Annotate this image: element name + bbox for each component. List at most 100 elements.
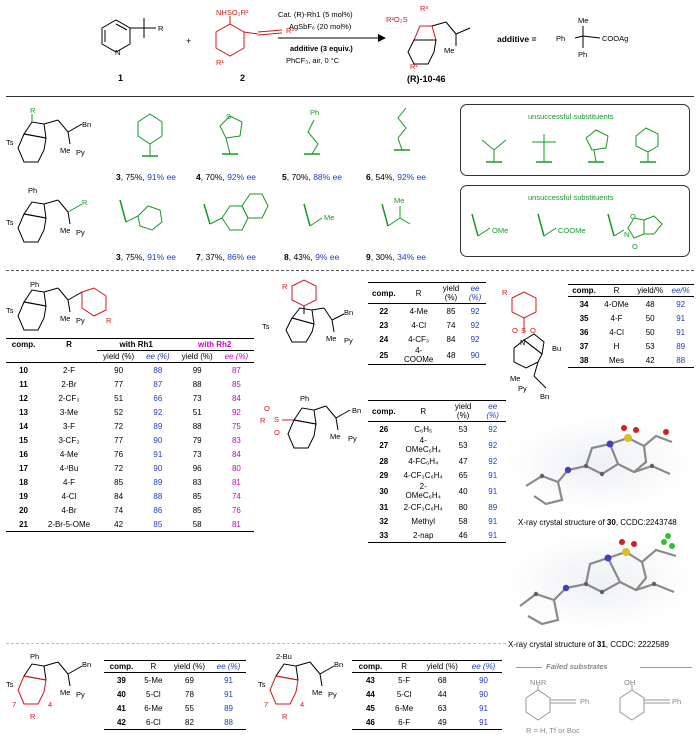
table-cell: 15 [19, 435, 28, 445]
divider-dashed [6, 270, 694, 271]
tableB-h-yield: yield (%) [437, 282, 465, 304]
table-cell: 42 [104, 715, 139, 730]
table-cell: H [613, 341, 620, 351]
table-cell: 22 [379, 306, 389, 316]
tableD-s: S [521, 326, 527, 335]
tableC-o1: O [264, 404, 270, 413]
table-cell: 5-Me [144, 675, 163, 685]
pyridine-r: R [158, 24, 164, 33]
table-cell: 4-Me [59, 449, 79, 459]
r3-label: R³ [286, 26, 294, 35]
table-cell: 2-F [62, 365, 75, 375]
table-cell: 92 [153, 407, 163, 417]
table-cell: 74 [114, 505, 124, 515]
failed-aniline-structure [525, 684, 576, 721]
tableC-core-structure [282, 405, 351, 449]
tableA-ph: Ph [30, 280, 40, 289]
table-cell: 46 [352, 715, 389, 730]
table-cell: 88 [192, 421, 202, 431]
table-cell: 12 [19, 393, 28, 403]
tableD-h-yield: yield/% [633, 284, 668, 297]
table-cell: 4-Cl [411, 320, 427, 330]
tableA-h-blank1 [6, 350, 42, 363]
table-cell: 4-COOMe [399, 346, 438, 365]
table-cell: 91 [224, 675, 233, 685]
tableA-h-rh1: with Rh1 [96, 338, 176, 351]
xray-caption-30: X-ray crystal structure of 30, CCDC:2243… [518, 518, 677, 527]
tableC-ph: Ph [300, 394, 310, 403]
row2-uns-ome: OMe [492, 226, 509, 235]
tableD-h-r: R [600, 284, 633, 297]
table-cell: 48 [645, 299, 655, 309]
table-cell: 89 [153, 477, 163, 487]
table-cell: 82 [167, 715, 212, 730]
table-cell: 5-Cl [146, 689, 161, 699]
tableE-4: 4 [48, 700, 53, 709]
tableE-h-comp: comp. [104, 660, 139, 673]
table-cell: 81 [218, 517, 254, 532]
row2-item-8: 8, 43%, 9% ee [284, 252, 340, 262]
tableF-ts: Ts [258, 680, 266, 689]
table-cell: 89 [153, 421, 163, 431]
tableD-bn: Bn [540, 392, 550, 401]
condition-line-1: Cat. (R)-Rh1 (5 mol%) [278, 10, 353, 19]
tableE-py: Py [76, 690, 85, 699]
table-cell: 72 [114, 421, 124, 431]
failed-note: R = H, Tf or Boc [526, 726, 580, 735]
table-cell: 91 [676, 327, 686, 337]
tableE-h-r: R [138, 660, 168, 673]
tableF-h-r: R [388, 660, 420, 673]
tableB-r: R [282, 282, 288, 291]
table-cell: 2-CF₃C₆H₄ [403, 502, 443, 512]
table-cell: 4-OMe [604, 299, 629, 309]
tableE-7: 7 [12, 700, 17, 709]
tableD-r: R [502, 288, 508, 297]
table-cell: 63 [437, 703, 447, 713]
row2-py: Py [76, 228, 85, 237]
row2-item-9: 9, 30%, 34% ee [366, 252, 427, 262]
table-cell: 92 [488, 424, 498, 434]
additive-me: Me [578, 16, 589, 25]
row2-uns-o2: O [632, 242, 638, 251]
table-cell: 73 [192, 449, 202, 459]
tableC-o2: O [274, 428, 280, 437]
row2-unsuccessful-icons [471, 213, 663, 239]
row1-unsuccessful-box [460, 104, 690, 176]
table-cell: 4-ᵗBu [59, 463, 79, 473]
table-cell: 11 [19, 379, 28, 389]
tableC-h-yield: yield (%) [446, 400, 480, 422]
tableA-py: Py [76, 316, 85, 325]
tableB-h-comp: comp. [368, 282, 400, 304]
tableE-ts: Ts [6, 680, 14, 689]
table-cell: 76 [114, 449, 124, 459]
table-cell: 14 [19, 421, 28, 431]
tableF-h-comp: comp. [352, 660, 389, 673]
tableD-n: N [520, 338, 526, 347]
tableC-me: Me [330, 432, 341, 441]
table-cell: 4-Cl [61, 491, 77, 501]
table-cell: 40 [458, 486, 468, 496]
table-cell: 89 [224, 703, 233, 713]
table-cell: 90 [464, 346, 486, 365]
table-cell: 19 [19, 491, 28, 501]
additive-label: additive = [497, 34, 537, 44]
tableC-h-r: R [399, 400, 447, 422]
thiophene-s: S [226, 112, 232, 121]
tableF-bu: 2-Bu [276, 652, 292, 661]
table-cell: 77 [114, 435, 124, 445]
tableA-core-structure [17, 287, 107, 331]
